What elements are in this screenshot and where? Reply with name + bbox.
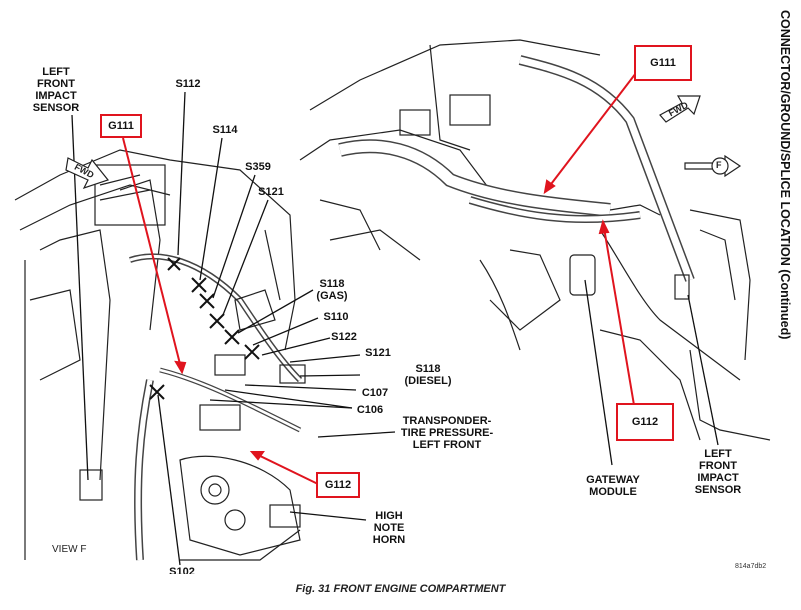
label-c107: C107 (361, 387, 389, 399)
label-s114: S114 (212, 124, 238, 136)
label-high-note-horn: HIGH NOTE HORN (372, 510, 406, 546)
front-arrow-icon (684, 154, 742, 178)
label-gateway-module: GATEWAY MODULE (586, 474, 640, 498)
label-transponder: TRANSPONDER- TIRE PRESSURE- LEFT FRONT (400, 415, 494, 451)
label-s102: S102 (169, 566, 195, 574)
label-s110: S110 (323, 311, 349, 323)
front-label: F (716, 160, 722, 170)
callout-g112-left: G112 (316, 472, 360, 498)
label-s359: S359 (245, 161, 271, 173)
label-s121: S121 (365, 347, 391, 359)
label-s118-gas: S118 (GAS) (316, 278, 348, 302)
fwd-arrow-left-icon (65, 157, 110, 190)
view-label: VIEW F (52, 544, 87, 555)
splice-marks (149, 257, 260, 400)
fwd-arrow-right-icon (659, 95, 701, 123)
figure-caption: Fig. 31 FRONT ENGINE COMPARTMENT (295, 583, 506, 595)
label-s122: S122 (331, 331, 357, 343)
callout-leaders (122, 72, 637, 486)
image-code: 814a7db2 (735, 563, 767, 570)
label-left-front-impact-sensor-right: LEFT FRONT IMPACT SENSOR (694, 448, 742, 496)
label-s121-top: S121 (258, 186, 284, 198)
label-s118-diesel: S118 (DIESEL) (404, 363, 452, 387)
section-title-text: CONNECTOR/GROUND/SPLICE LOCATION (Contin… (778, 10, 792, 340)
left-view-sketch (14, 149, 306, 561)
label-c106: C106 (356, 404, 384, 416)
callout-g111-left: G111 (100, 114, 142, 138)
label-s112: S112 (175, 78, 201, 90)
right-view-sketch (299, 39, 771, 441)
callout-g112-right: G112 (616, 403, 674, 441)
section-title: CONNECTOR/GROUND/SPLICE LOCATION (Contin… (770, 10, 796, 390)
callout-g111-right: G111 (634, 45, 692, 81)
label-left-front-impact-sensor-left: LEFT FRONT IMPACT SENSOR (32, 66, 80, 114)
leader-lines (71, 91, 719, 566)
